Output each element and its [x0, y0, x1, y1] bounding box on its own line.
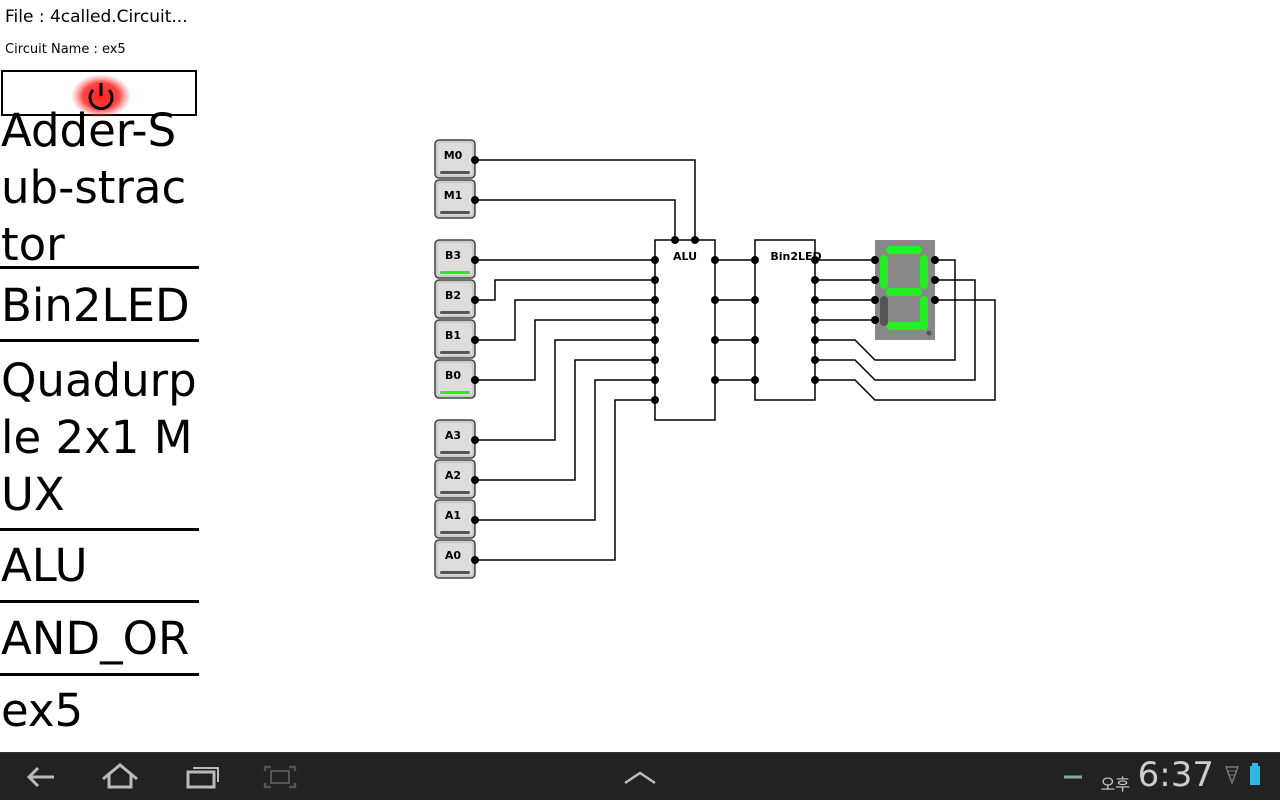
power-button[interactable] — [1, 70, 197, 118]
input-switch-m1[interactable]: M1 — [434, 179, 476, 219]
wires — [475, 159, 996, 561]
segment-f — [880, 255, 888, 289]
bin2led-label: Bin2LED — [770, 250, 821, 263]
seven-segment-display — [875, 240, 935, 340]
segment-d — [886, 322, 922, 330]
circuit-canvas: M0 M1 B3 B2 B1 — [434, 139, 996, 579]
input-label: A0 — [445, 549, 462, 562]
input-label: B1 — [445, 329, 461, 342]
alu-block[interactable]: ALU — [654, 239, 716, 421]
circuit-item-quad-mux[interactable]: Quadurple 2x1 MUX — [0, 342, 199, 531]
input-switch-b1[interactable]: B1 — [434, 319, 476, 359]
input-switch-b0[interactable]: B0 — [434, 359, 476, 399]
connection-dots — [471, 156, 939, 564]
input-switch-b3[interactable]: B3 — [434, 239, 476, 279]
back-icon[interactable] — [18, 753, 62, 801]
input-switch-a0[interactable]: A0 — [434, 539, 476, 579]
ampm-label: 오후 — [1100, 775, 1130, 794]
circuit-item-ex5[interactable]: ex5 — [1, 684, 84, 737]
input-label: A3 — [445, 429, 461, 442]
segment-a — [886, 246, 922, 254]
input-switch-m0[interactable]: M0 — [434, 139, 476, 179]
signal-icon — [1224, 766, 1240, 786]
segment-dp — [926, 330, 932, 336]
input-label: M0 — [444, 149, 463, 162]
bin2led-block[interactable]: Bin2LED — [754, 239, 822, 401]
circuit-item-bin2led[interactable]: Bin2LED — [0, 269, 199, 342]
input-label: M1 — [444, 189, 463, 202]
alu-label: ALU — [673, 250, 697, 263]
input-label: A1 — [445, 509, 461, 522]
segment-b — [920, 255, 928, 289]
notification-dash-icon[interactable] — [1060, 753, 1084, 801]
segment-g — [886, 288, 922, 296]
power-icon — [71, 74, 131, 118]
input-label: B0 — [445, 369, 461, 382]
system-navbar: 오후 6:37 — [0, 752, 1280, 800]
circuit-item-adder-substractor[interactable]: Adder-Sub-stractor — [0, 102, 199, 271]
segment-e — [880, 296, 888, 326]
up-chevron-icon[interactable] — [618, 753, 662, 801]
input-switch-a3[interactable]: A3 — [434, 419, 476, 459]
circuit-item-alu[interactable]: ALU — [0, 531, 199, 603]
input-switch-a2[interactable]: A2 — [434, 459, 476, 499]
circuit-name-label: Circuit Name : ex5 — [5, 42, 126, 57]
battery-icon — [1250, 763, 1260, 785]
input-label: B3 — [445, 249, 461, 262]
circuit-item-and-or[interactable]: AND_OR — [0, 603, 199, 676]
input-switch-a1[interactable]: A1 — [434, 499, 476, 539]
input-switch-b2[interactable]: B2 — [434, 279, 476, 319]
input-switches: M0 M1 B3 B2 B1 — [434, 139, 476, 579]
home-icon[interactable] — [98, 753, 142, 801]
input-label: A2 — [445, 469, 461, 482]
segment-c — [920, 296, 928, 330]
clock[interactable]: 6:37 — [1137, 755, 1214, 795]
circuit-list: Adder-Sub-stractor Bin2LED Quadurple 2x1… — [0, 104, 200, 742]
screenshot-icon[interactable] — [258, 753, 302, 801]
input-label: B2 — [445, 289, 461, 302]
recent-apps-icon[interactable] — [180, 753, 224, 801]
file-label: File : 4called.Circuit... — [5, 7, 188, 27]
circuit-sidebar: File : 4called.Circuit... Circuit Name :… — [0, 0, 200, 752]
